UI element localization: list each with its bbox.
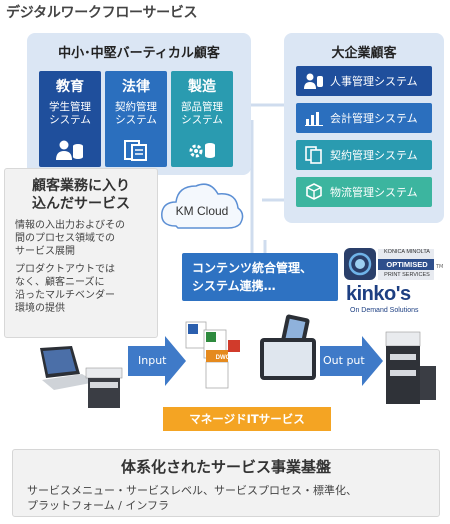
- km-brand-line: KONICA MINOLTA: [384, 249, 430, 255]
- manufacturing-tile-head: 製造: [188, 79, 216, 95]
- gear-database-icon: [189, 143, 215, 158]
- input-label: Input: [138, 354, 167, 367]
- km-brand-line: OPTIMISED: [386, 260, 428, 269]
- services-desc-line: 沿ったマルチベンダー: [15, 290, 115, 301]
- accounting-system-label: 会計管理システム: [330, 112, 418, 125]
- law-tile-line: 契約管理: [115, 101, 157, 113]
- services-heading-line: 込んだサービス: [32, 196, 130, 212]
- education-tile-head: 教育: [56, 79, 84, 95]
- managed-it-services-bar: マネージドITサービス: [163, 407, 331, 431]
- services-desc-line: なく、顧客ニーズに: [15, 277, 105, 288]
- contents-line: システム連携…: [192, 279, 276, 293]
- hr-system-label: 人事管理システム: [330, 75, 418, 88]
- boxes-icon: [304, 182, 324, 202]
- embedded-services-box: 顧客業務に入り 込んだサービス 情報の入出力およびその 間のプロセス領域での サ…: [4, 168, 158, 338]
- trademark-mark: TM: [436, 264, 444, 270]
- education-tile-line: 学生管理: [49, 101, 91, 113]
- contract-document-icon: [304, 145, 324, 165]
- km-brand-line: PRINT SERVICES: [384, 272, 430, 278]
- logistics-system-label: 物流管理システム: [330, 186, 418, 199]
- manufacturing-tile-line: システム: [181, 114, 223, 126]
- logistics-system-item: 物流管理システム: [296, 177, 432, 207]
- services-desc-line: 間のプロセス領域での: [15, 233, 115, 244]
- bar-chart-icon: [304, 108, 324, 128]
- enterprise-panel-title: 大企業顧客: [331, 46, 397, 61]
- tablet-icon: [260, 314, 316, 380]
- smb-panel-title: 中小･中堅バーティカル顧客: [58, 46, 220, 61]
- services-desc-line: サービス展開: [15, 246, 75, 257]
- contents-line: コンテンツ統合管理、: [192, 261, 313, 275]
- contents-integration-box: コンテンツ統合管理、 システム連携…: [182, 253, 338, 301]
- foundation-line: サービスメニュー・サービスレベル、サービスプロセス・標準化、: [27, 484, 357, 497]
- user-database-icon: [56, 140, 83, 160]
- km-cloud-icon: [161, 183, 244, 229]
- workflow-illustration: [40, 314, 436, 408]
- mfp-printer-icon: [85, 367, 123, 408]
- education-tile-line: システム: [49, 114, 91, 126]
- smb-customers-panel: 中小･中堅バーティカル顧客 教育 学生管理 システム 法律 契約管理 システム …: [27, 33, 251, 175]
- hr-system-item: 人事管理システム: [296, 66, 432, 96]
- law-tile-head: 法律: [122, 79, 150, 95]
- production-printer-icon: [385, 331, 436, 404]
- manufacturing-tile: 製造 部品管理 システム: [171, 71, 233, 167]
- laptop-icon: [40, 346, 96, 390]
- law-tile-line: システム: [115, 114, 157, 126]
- file-type-badge: DWG: [215, 355, 231, 361]
- services-desc-line: 環境の提供: [15, 303, 65, 314]
- documents-icon: [185, 321, 240, 389]
- output-label: Out put: [323, 354, 365, 367]
- education-tile: 教育 学生管理 システム: [39, 71, 101, 167]
- contract-system-label: 契約管理システム: [330, 149, 418, 162]
- law-tile: 法律 契約管理 システム: [105, 71, 167, 167]
- services-heading-line: 顧客業務に入り: [32, 178, 130, 194]
- kinkos-subtitle: On Demand Solutions: [350, 307, 419, 314]
- contract-document-icon: [124, 140, 147, 161]
- services-desc-line: 情報の入出力およびその: [15, 220, 125, 231]
- contract-system-item: 契約管理システム: [296, 140, 432, 170]
- foundation-line: プラットフォーム / インフラ: [27, 499, 170, 512]
- user-database-icon: [304, 71, 324, 91]
- page-title: デジタルワークフローサービス: [6, 5, 198, 21]
- konica-minolta-ops-logo: [344, 248, 434, 280]
- services-desc-line: プロダクトアウトでは: [15, 264, 115, 275]
- km-cloud-label: KM Cloud: [175, 204, 229, 218]
- accounting-system-item: 会計管理システム: [296, 103, 432, 133]
- manufacturing-tile-line: 部品管理: [181, 101, 223, 113]
- service-foundation-box: 体系化されたサービス事業基盤 サービスメニュー・サービスレベル、サービスプロセス…: [12, 449, 440, 517]
- foundation-heading: 体系化されたサービス事業基盤: [120, 458, 331, 476]
- enterprise-customers-panel: 大企業顧客 人事管理システム 会計管理システム 契約管理システム 物流管理システ…: [284, 33, 444, 223]
- kinkos-logo: kinko's: [346, 283, 411, 305]
